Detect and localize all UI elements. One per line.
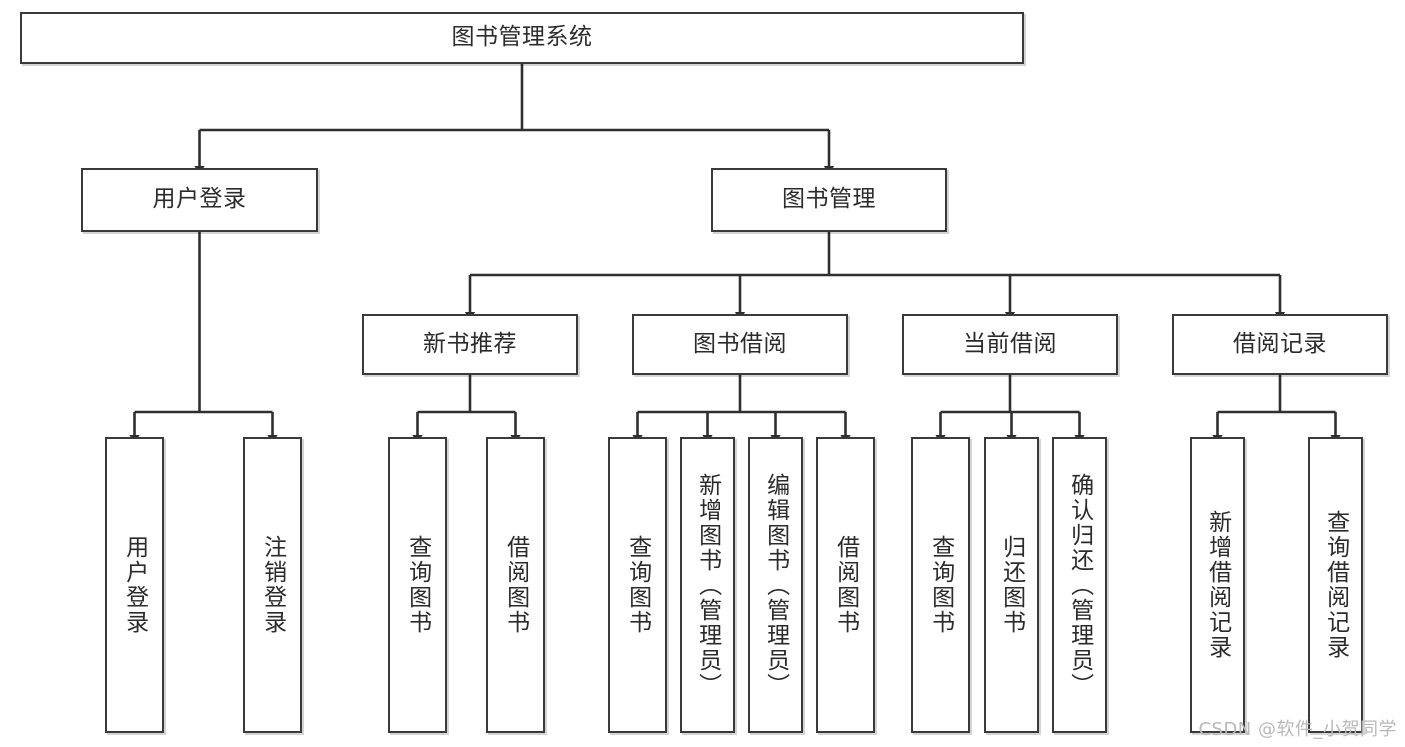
node-leaf-query-book-2: 查询图书 [608, 437, 667, 733]
node-label: 编辑图书（管理员） [762, 472, 789, 698]
node-leaf-add-book: 新增图书（管理员） [680, 437, 735, 733]
node-label: 图书管理 [782, 186, 876, 213]
node-label: 借阅记录 [1233, 330, 1327, 357]
node-leaf-return-book: 归还图书 [984, 437, 1039, 733]
node-label: 查询图书 [927, 535, 954, 635]
node-label: 新增借阅记录 [1204, 510, 1231, 660]
node-leaf-query-book-1: 查询图书 [388, 437, 447, 733]
node-root: 图书管理系统 [20, 12, 1024, 64]
node-label: 借阅图书 [832, 535, 859, 635]
node-label: 查询图书 [404, 535, 431, 635]
node-new-book-rec: 新书推荐 [362, 314, 578, 375]
node-label: 当前借阅 [963, 330, 1057, 357]
node-book-manage: 图书管理 [711, 168, 947, 232]
node-label: 新书推荐 [423, 330, 517, 357]
node-label: 归还图书 [998, 535, 1025, 635]
node-label: 图书管理系统 [451, 24, 593, 51]
node-leaf-add-record: 新增借阅记录 [1190, 437, 1245, 733]
node-borrow-record: 借阅记录 [1172, 314, 1388, 375]
node-label: 确认归还（管理员） [1066, 472, 1093, 698]
node-leaf-logout: 注销登录 [243, 437, 302, 733]
node-leaf-query-record: 查询借阅记录 [1308, 437, 1363, 733]
node-leaf-borrow-book-2: 借阅图书 [816, 437, 875, 733]
node-label: 查询借阅记录 [1322, 510, 1349, 660]
node-label: 借阅图书 [502, 535, 529, 635]
node-label: 用户登录 [121, 535, 148, 635]
node-label: 图书借阅 [693, 330, 787, 357]
node-label: 注销登录 [259, 535, 286, 635]
node-user-login: 用户登录 [81, 168, 318, 232]
node-label: 用户登录 [152, 186, 247, 213]
watermark-text: CSDN @软件_小贺同学 [1198, 719, 1397, 740]
node-current-borrow: 当前借阅 [902, 314, 1118, 375]
node-leaf-confirm-return: 确认归还（管理员） [1052, 437, 1107, 733]
node-leaf-user-login: 用户登录 [105, 437, 164, 733]
node-leaf-edit-book: 编辑图书（管理员） [748, 437, 803, 733]
node-leaf-query-book-3: 查询图书 [911, 437, 970, 733]
node-book-borrow: 图书借阅 [632, 314, 848, 375]
node-label: 新增图书（管理员） [694, 472, 721, 698]
node-label: 查询图书 [624, 535, 651, 635]
node-leaf-borrow-book-1: 借阅图书 [486, 437, 545, 733]
